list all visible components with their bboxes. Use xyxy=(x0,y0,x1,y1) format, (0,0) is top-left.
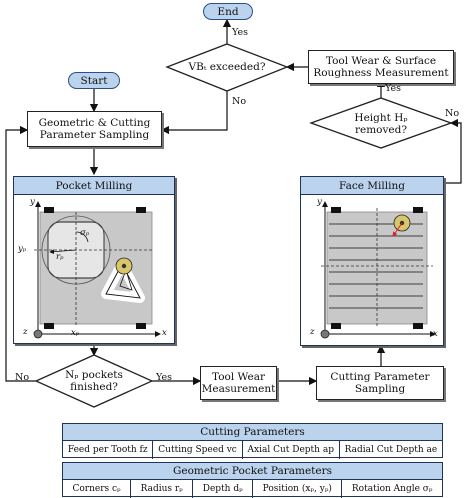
tool-wear-measurement-box: Tool Wear Measurement xyxy=(200,366,277,400)
height-decision-text: Height Hₚ removed? xyxy=(326,111,436,137)
height-decision-line2: removed? xyxy=(354,124,407,136)
table-cell: Feed per Tooth fz xyxy=(63,441,154,459)
vb-decision-shape xyxy=(165,43,289,92)
pocket-xp-label: xₚ xyxy=(71,328,80,338)
pocket-decision-line2: finished? xyxy=(70,381,118,393)
face-milling-panel: Face Milling xyxy=(300,176,444,346)
pocket-milling-title: Pocket Milling xyxy=(14,177,174,195)
pocket-x-axis-label: x xyxy=(162,328,167,338)
tool-wear-line2: Measurement xyxy=(201,383,276,395)
cutting-sampling-line1: Cutting Parameter xyxy=(330,371,430,383)
face-y-axis-label: y xyxy=(317,197,322,207)
table-cell: Axial Cut Depth ap xyxy=(243,441,340,459)
table-cell: Cutting Speed vc xyxy=(153,441,243,459)
height-decision-shape xyxy=(309,97,453,149)
pocket-parameters-row: Corners cₚ Radius rₚ Depth dₚ Position (… xyxy=(63,480,442,498)
table-cell: Depth dₚ xyxy=(193,480,254,498)
vb-no-label: No xyxy=(232,96,247,107)
face-x-axis-label: x xyxy=(433,329,438,339)
tool-wear-surface-line2: Roughness Measurement xyxy=(313,67,449,79)
pocket-decision-line1: Nₚ pockets xyxy=(65,369,123,381)
height-decision-line1: Height Hₚ xyxy=(354,112,408,124)
height-no-label: No xyxy=(445,108,460,119)
start-terminal: Start xyxy=(68,72,120,89)
pocket-rp-label: rₚ xyxy=(56,252,64,262)
pocket-y-axis-label: y xyxy=(30,197,35,207)
table-cell: Radial Cut Depth ae xyxy=(344,445,438,455)
pocket-sigma-label: σₚ xyxy=(80,228,90,238)
pocket-yes-label: Yes xyxy=(156,372,172,383)
pocket-parameters-table: Geometric Pocket Parameters Corners cₚ R… xyxy=(62,462,443,498)
table-cell: Position (xₚ, yₚ) xyxy=(253,480,343,498)
tool-wear-line1: Tool Wear xyxy=(212,371,265,383)
vb-yes-label: Yes xyxy=(232,27,248,38)
cutting-parameters-table: Cutting Parameters Feed per Tooth fz Cut… xyxy=(62,423,443,459)
end-label: End xyxy=(217,5,239,18)
parameter-sampling-line1: Geometric & Cutting xyxy=(38,117,151,129)
tool-wear-surface-line1: Tool Wear & Surface xyxy=(325,55,437,67)
pocket-yp-label: yₚ xyxy=(18,244,27,254)
cutting-sampling-line2: Sampling xyxy=(354,383,406,395)
pocket-milling-panel: Pocket Milling xyxy=(13,176,175,344)
vb-decision-label: VBₜ exceeded? xyxy=(188,61,266,73)
cutting-parameter-sampling-box: Cutting Parameter Sampling xyxy=(316,366,444,400)
pocket-decision-text: Nₚ pockets finished? xyxy=(44,368,144,394)
start-label: Start xyxy=(80,74,108,87)
table-cell: Rotation Angle σₚ xyxy=(351,484,433,494)
table-cell: Radius rₚ xyxy=(131,480,194,498)
end-terminal: End xyxy=(203,3,253,20)
pocket-z-axis-label: z xyxy=(23,327,28,337)
parameter-sampling-box: Geometric & Cutting Parameter Sampling xyxy=(27,111,162,147)
vb-decision-text: VBₜ exceeded? xyxy=(177,59,277,75)
height-yes-label: Yes xyxy=(385,83,401,94)
pocket-parameters-title: Geometric Pocket Parameters xyxy=(63,463,442,480)
pocket-decision-shape xyxy=(34,354,154,408)
face-z-axis-label: z xyxy=(310,327,315,337)
face-milling-title: Face Milling xyxy=(301,177,443,195)
parameter-sampling-line2: Parameter Sampling xyxy=(39,129,150,141)
tool-wear-surface-box: Tool Wear & Surface Roughness Measuremen… xyxy=(308,50,454,84)
cutting-parameters-title: Cutting Parameters xyxy=(63,424,442,441)
pocket-no-label: No xyxy=(15,372,30,383)
table-cell: Corners cₚ xyxy=(63,480,132,498)
face-milling-illustration xyxy=(320,201,436,339)
pocket-milling-illustration xyxy=(33,201,161,339)
cutting-parameters-row: Feed per Tooth fz Cutting Speed vc Axial… xyxy=(63,441,442,459)
